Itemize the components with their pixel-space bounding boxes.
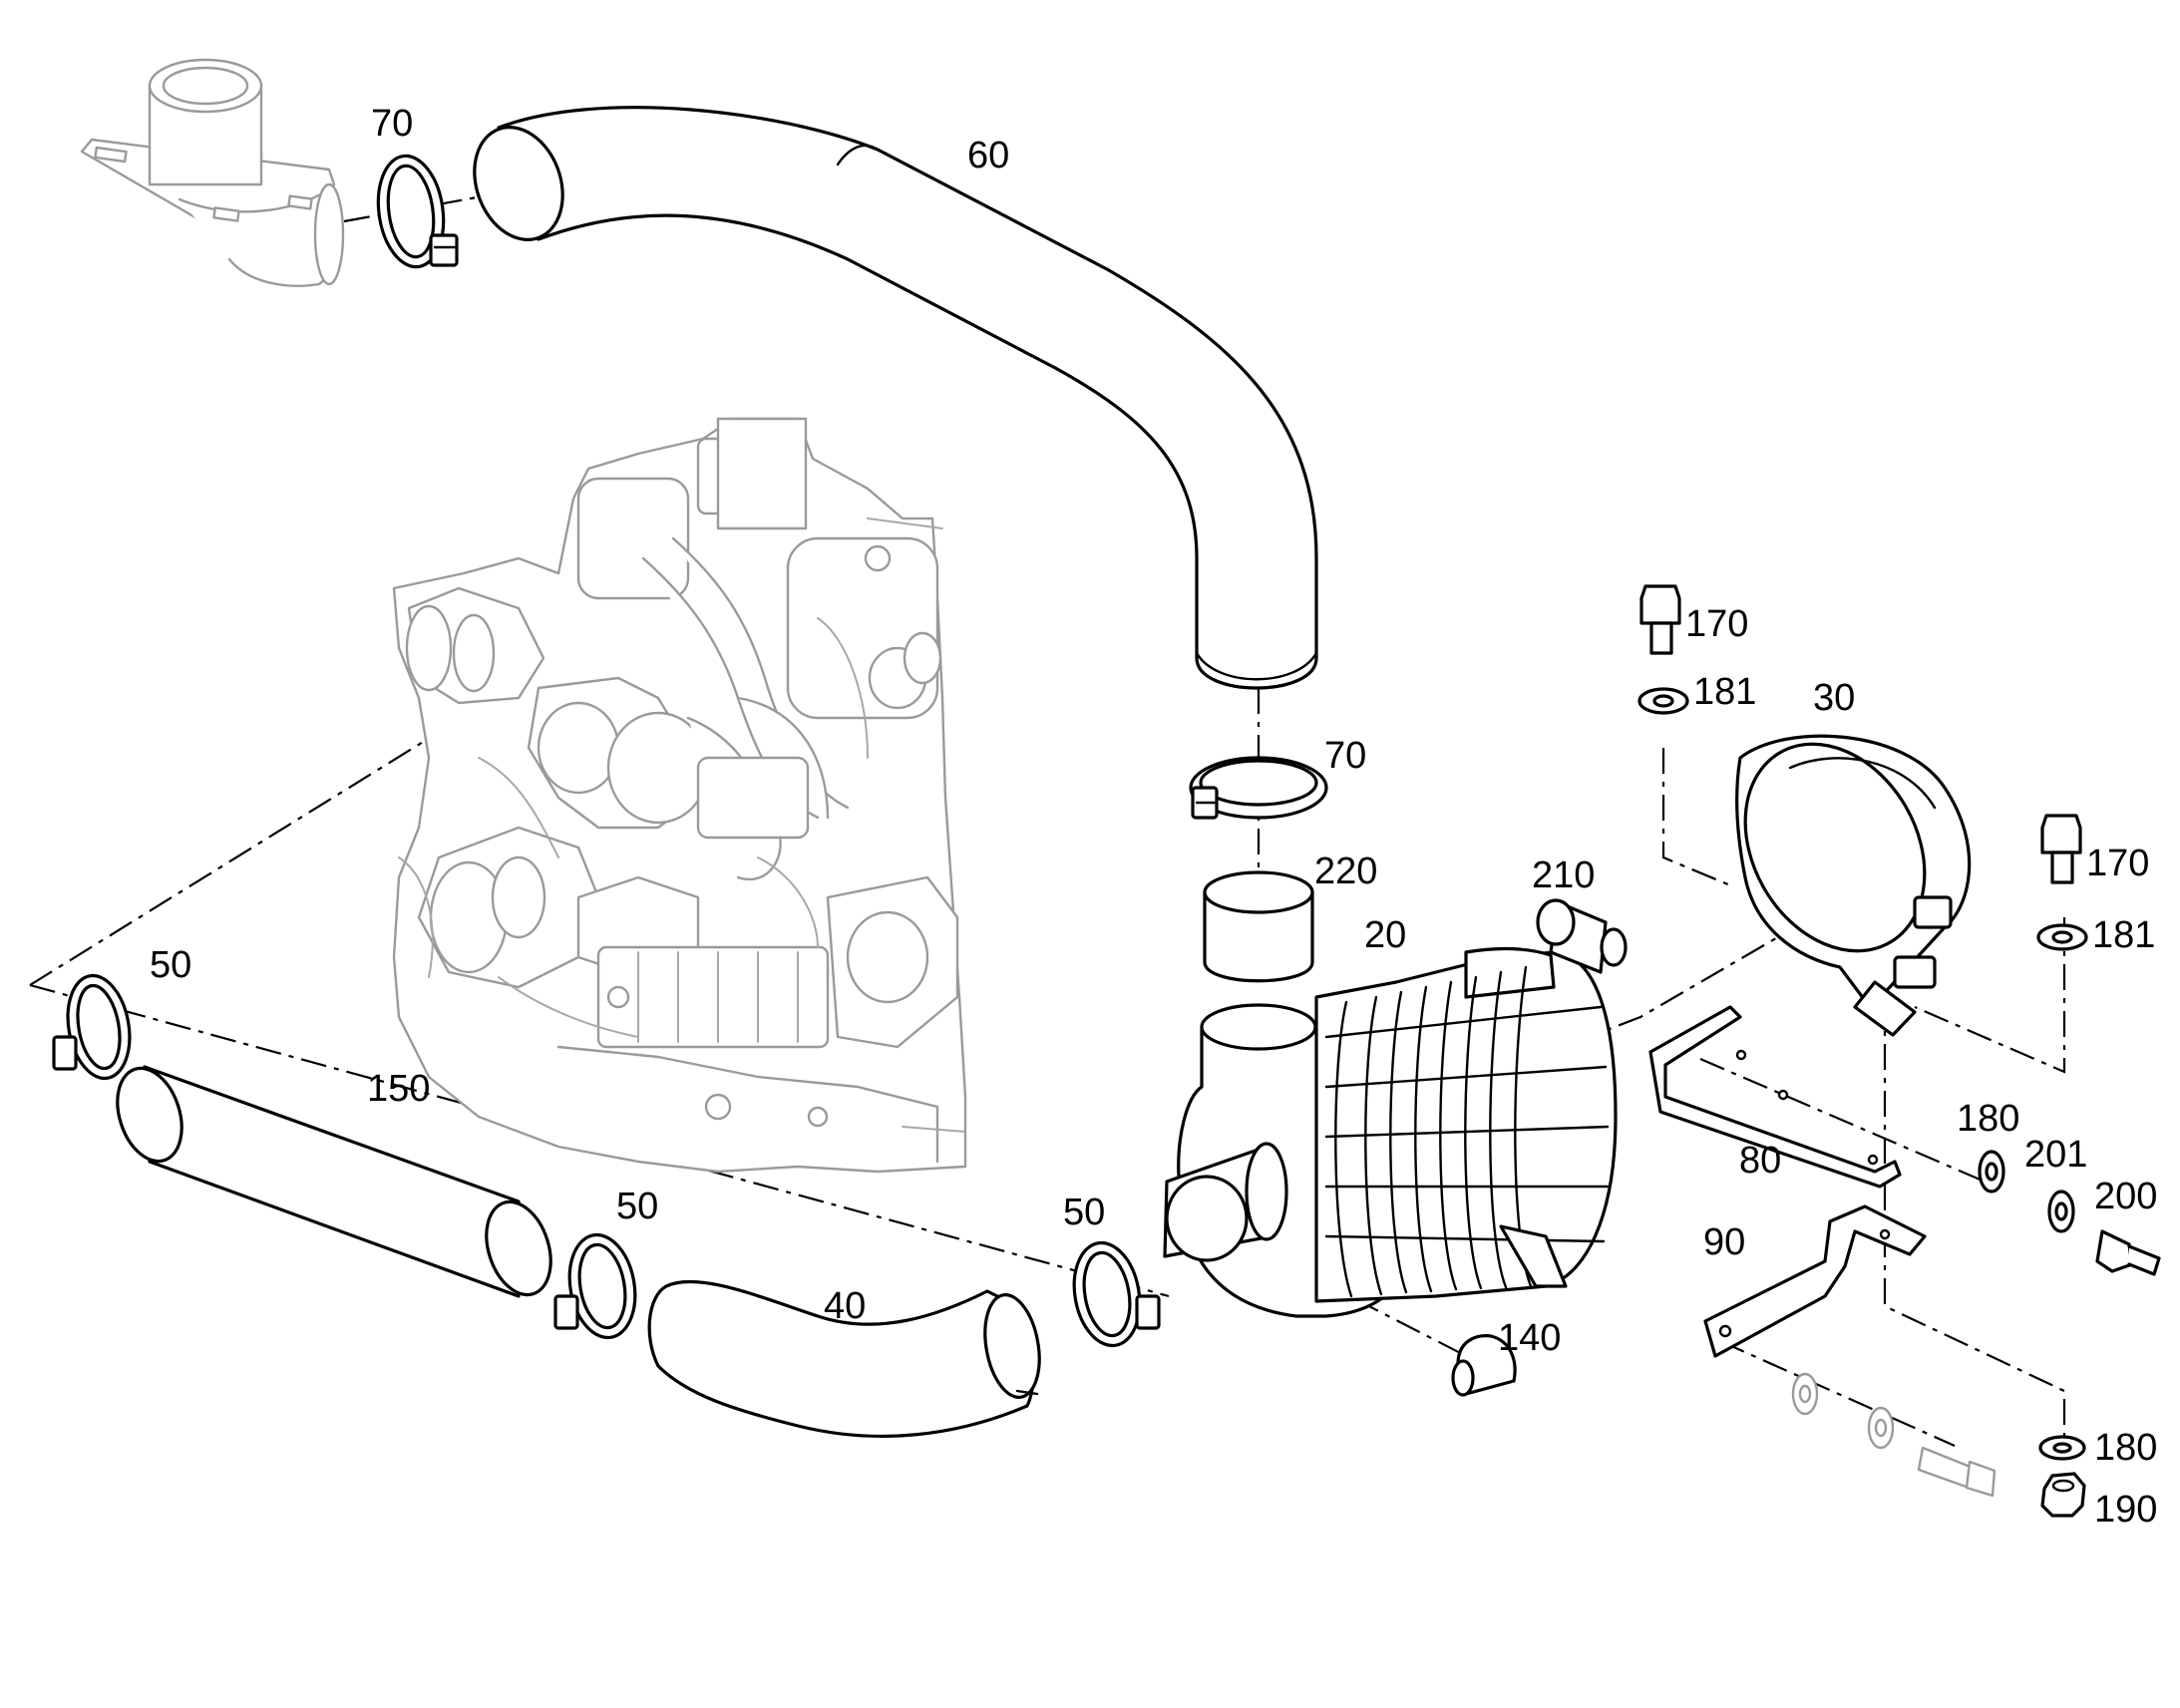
washer-181-right[interactable] bbox=[2036, 923, 2088, 951]
washer-ghost-2 bbox=[1867, 1406, 1895, 1450]
callout-20: 20 bbox=[1364, 914, 1406, 956]
callout-50-left: 50 bbox=[150, 944, 191, 986]
callout-200: 200 bbox=[2094, 1176, 2157, 1217]
callout-90: 90 bbox=[1703, 1221, 1745, 1263]
callout-170-upper: 170 bbox=[1685, 603, 1748, 645]
air-filter-20[interactable] bbox=[1163, 946, 1618, 1318]
callout-180-lower: 180 bbox=[2094, 1427, 2157, 1469]
callout-30: 30 bbox=[1813, 677, 1855, 719]
callout-210: 210 bbox=[1532, 854, 1595, 896]
callout-140: 140 bbox=[1498, 1317, 1561, 1359]
nut-190[interactable] bbox=[2040, 1472, 2086, 1518]
callout-50-right: 50 bbox=[1063, 1192, 1105, 1233]
bolt-170-upper[interactable] bbox=[1639, 584, 1681, 655]
washer-ghost-1 bbox=[1791, 1372, 1819, 1416]
intake-adapter-reference bbox=[80, 58, 345, 287]
hose-clamp-70-upper[interactable] bbox=[372, 152, 459, 271]
bracket-80[interactable] bbox=[1648, 1005, 1902, 1189]
callout-181-upper: 181 bbox=[1693, 671, 1756, 713]
callout-70-lower: 70 bbox=[1324, 735, 1366, 777]
callout-80: 80 bbox=[1739, 1140, 1781, 1182]
mounting-band-30[interactable] bbox=[1709, 712, 1972, 1037]
washer-201[interactable] bbox=[2047, 1190, 2075, 1233]
hose-clamp-50-middle[interactable] bbox=[553, 1229, 643, 1343]
callout-201: 201 bbox=[2024, 1134, 2087, 1176]
callout-40: 40 bbox=[824, 1285, 866, 1327]
sleeve-220[interactable] bbox=[1203, 870, 1314, 983]
hose-clamp-50-left[interactable] bbox=[52, 971, 138, 1084]
bolt-ghost bbox=[1917, 1446, 1997, 1498]
callout-170-right: 170 bbox=[2086, 843, 2149, 884]
bolt-200[interactable] bbox=[2095, 1229, 2161, 1276]
callout-50-middle: 50 bbox=[616, 1186, 658, 1227]
callout-180-right: 180 bbox=[1957, 1098, 2019, 1140]
bolt-170-right[interactable] bbox=[2040, 814, 2082, 884]
hose-60[interactable] bbox=[460, 106, 1318, 690]
elbow-hose-40[interactable] bbox=[647, 1279, 1046, 1438]
washer-180-lower[interactable] bbox=[2038, 1435, 2086, 1461]
callout-181-right: 181 bbox=[2092, 914, 2155, 956]
cap-140[interactable] bbox=[1451, 1334, 1517, 1397]
callout-labels: 70 60 70 220 210 20 170 181 30 170 181 1… bbox=[150, 103, 2157, 1531]
spacer-210[interactable] bbox=[1536, 898, 1628, 974]
bracket-90[interactable] bbox=[1703, 1204, 1927, 1358]
engine-reference-drawing bbox=[392, 417, 967, 1174]
callout-220: 220 bbox=[1314, 851, 1377, 892]
callout-70-upper: 70 bbox=[371, 103, 413, 145]
washer-181-upper[interactable] bbox=[1637, 687, 1689, 715]
pipe-150[interactable] bbox=[107, 1060, 562, 1303]
hose-clamp-70-lower[interactable] bbox=[1189, 756, 1328, 820]
callout-150: 150 bbox=[367, 1068, 430, 1110]
callout-60: 60 bbox=[967, 135, 1009, 176]
washer-180-right[interactable] bbox=[1978, 1150, 2005, 1194]
hose-clamp-50-right[interactable] bbox=[1066, 1237, 1161, 1351]
callout-190: 190 bbox=[2094, 1489, 2157, 1531]
